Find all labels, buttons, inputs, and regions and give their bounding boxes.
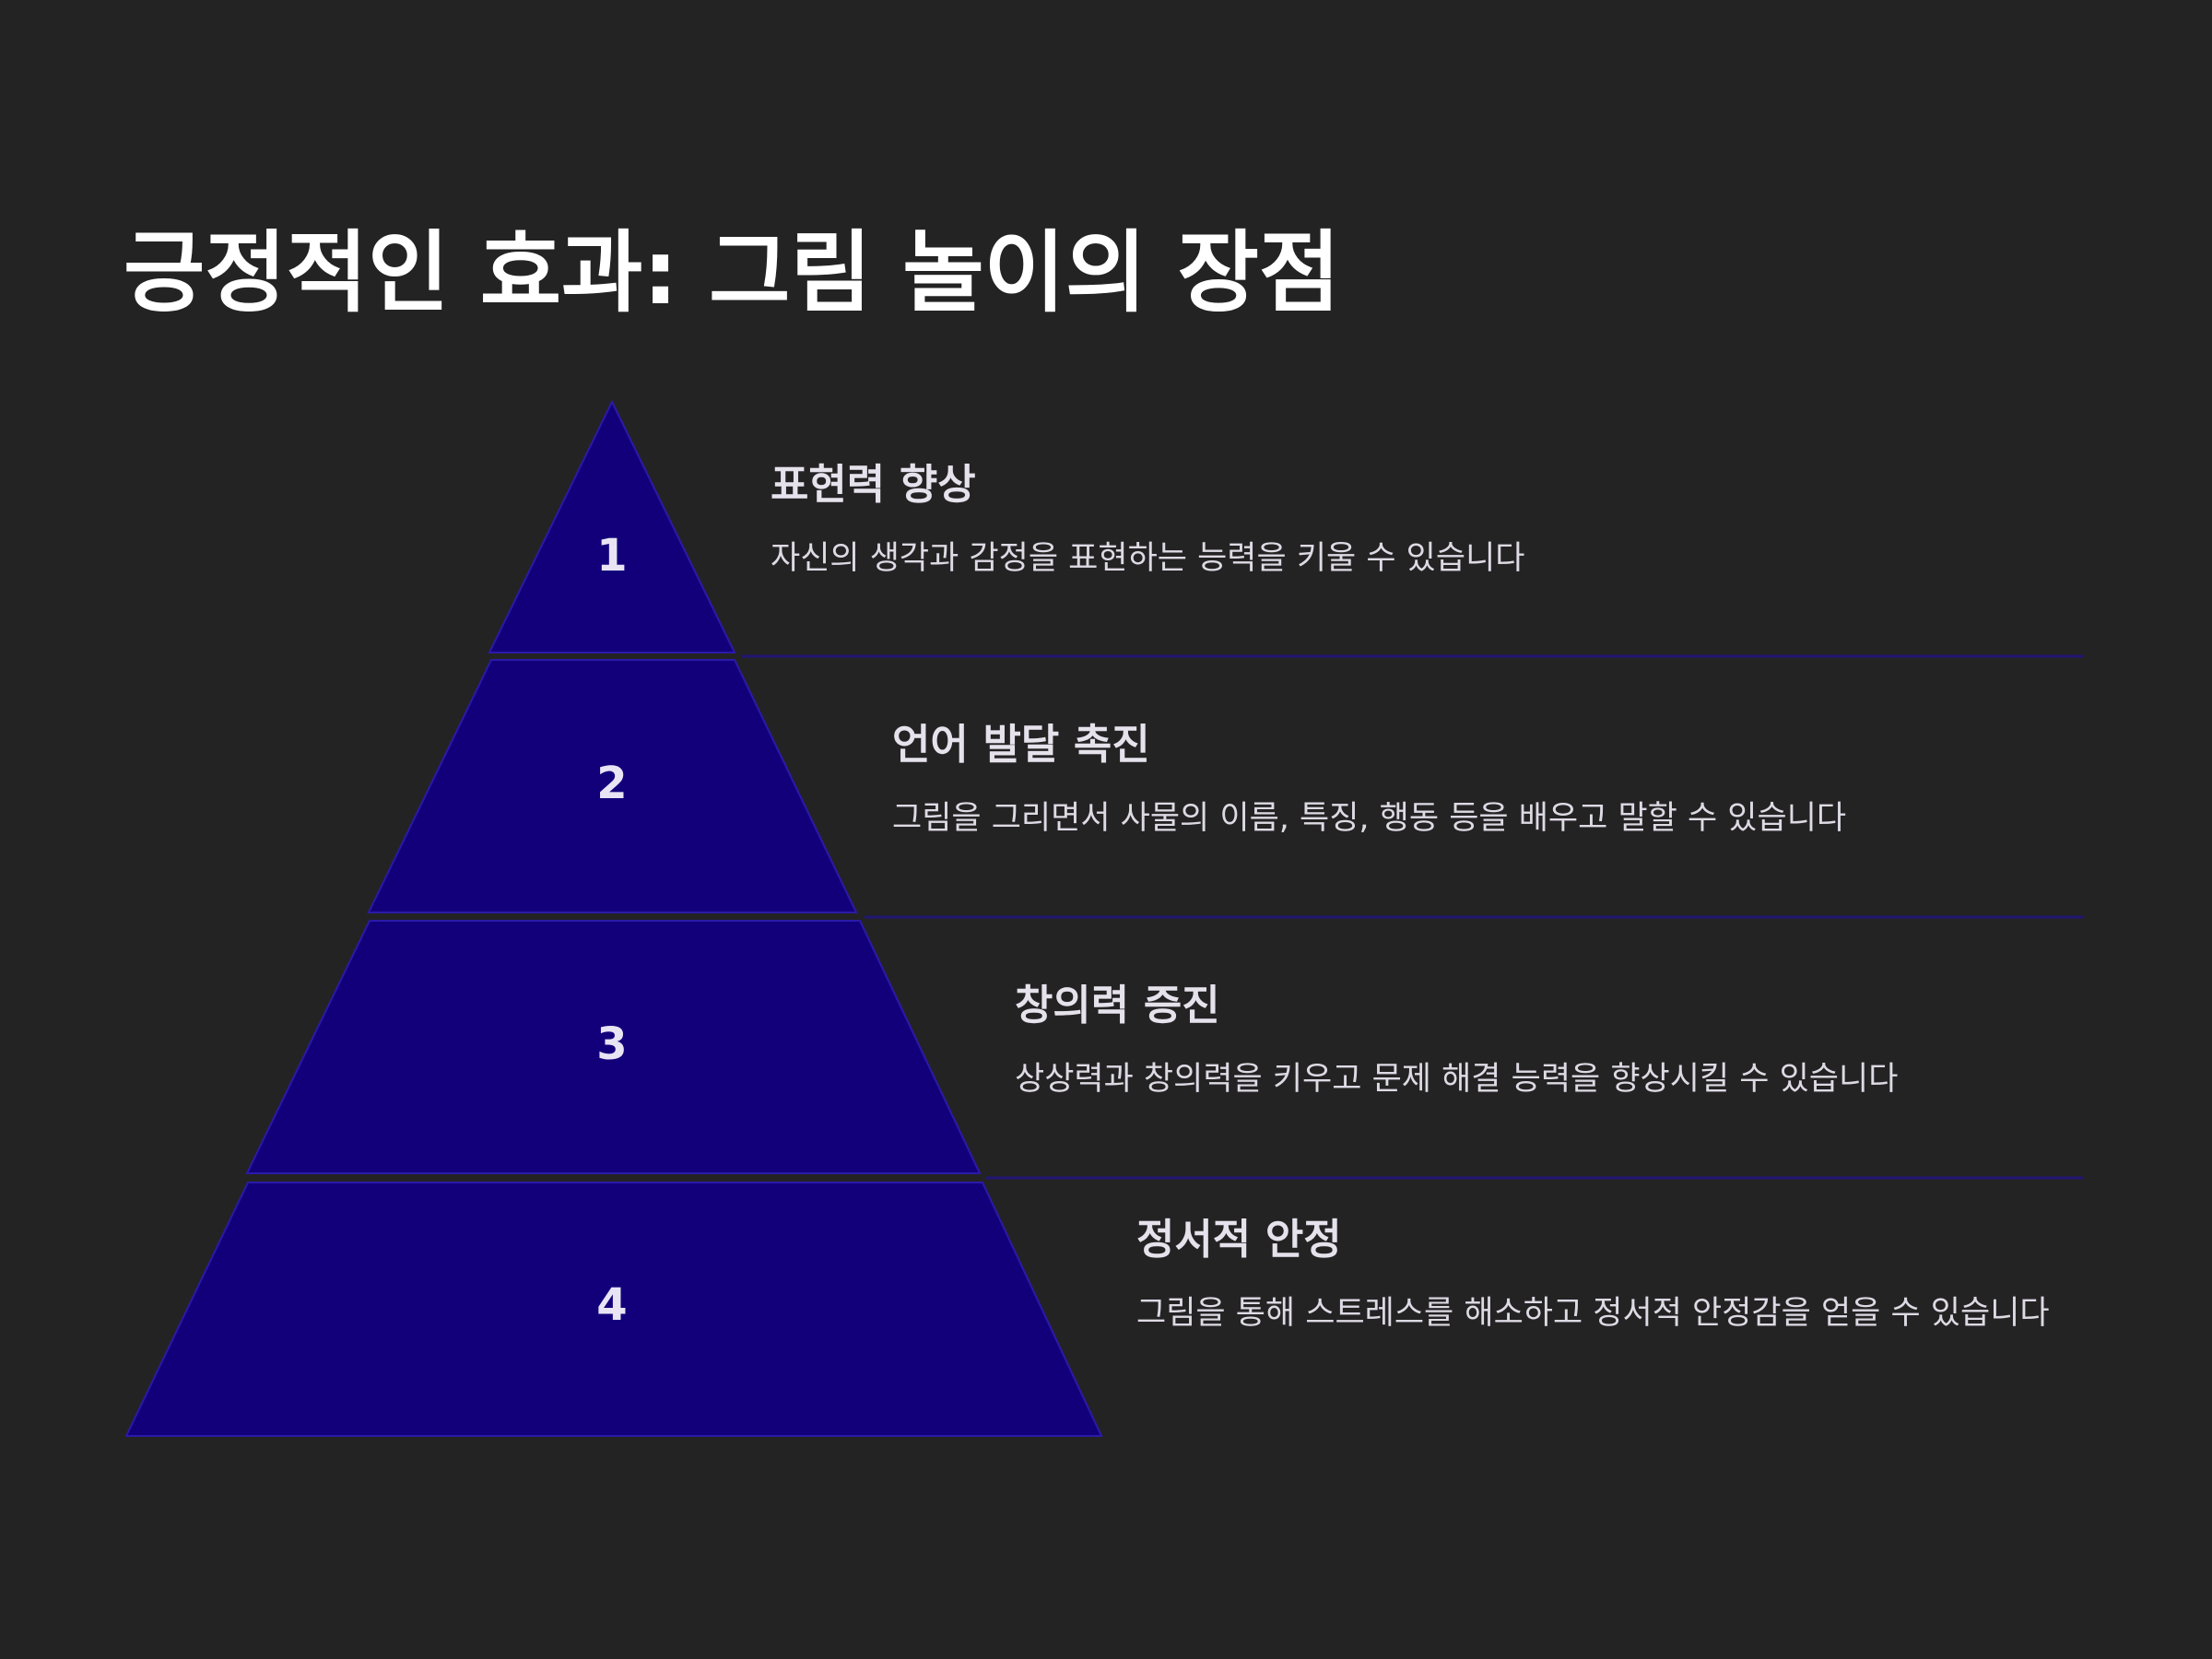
tier-4-text: 정서적 안정 그림을 통해 스트레스를 해소하고 정서적 안정감을 얻을 수 있… [1136,1214,2058,1341]
tier-number: 2 [596,758,627,809]
tier-number: 1 [596,530,627,582]
tier-heading: 언어 발달 촉진 [892,720,1150,769]
pyramid-tier-4 [124,1182,1103,1437]
tier-description: 상상력과 창의력을 키우고 문제 해결 능력을 향상시킬 수 있습니다 [1015,1061,1899,1098]
tier-1-text: 표현력 향상 자신의 생각과 감정을 표현하는 능력을 키울 수 있습니다 [771,459,2079,586]
tier-number: 4 [596,1279,627,1331]
tier-description: 그림을 통해 스트레스를 해소하고 정서적 안정감을 얻을 수 있습니다 [1136,1295,2050,1332]
pyramid-tier-3 [245,920,982,1174]
tier-2-text: 언어 발달 촉진 그림을 그리면서 사물의 이름, 특징, 행동 등을 배우고 … [892,719,2081,846]
tier-number: 3 [596,1018,627,1070]
tier-description: 그림을 그리면서 사물의 이름, 특징, 행동 등을 배우고 말할 수 있습니다 [892,800,1847,837]
pyramid-tier-1 [488,399,736,653]
page-title: 긍정적인 효과: 그림 놀이의 장점 [124,221,1341,324]
tier-heading: 표현력 향상 [771,460,976,509]
tier-heading: 정서적 안정 [1136,1215,1342,1264]
tier-3-text: 창의력 증진 상상력과 창의력을 키우고 문제 해결 능력을 향상시킬 수 있습… [1015,980,2084,1107]
tier-heading: 창의력 증진 [1015,981,1220,1030]
pyramid-tier-2 [367,659,858,913]
tier-description: 자신의 생각과 감정을 표현하는 능력을 키울 수 있습니다 [771,540,1525,577]
